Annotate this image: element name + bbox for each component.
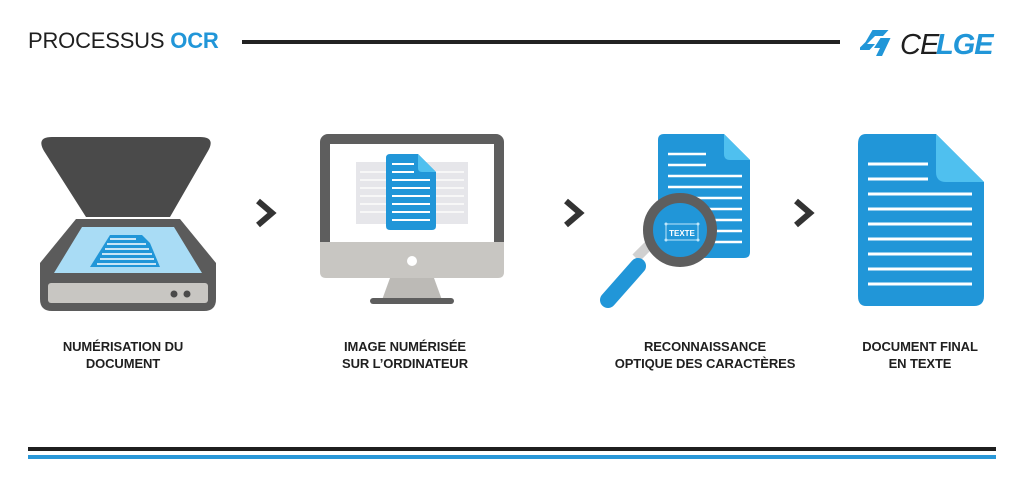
page-title: PROCESSUS OCR: [28, 28, 219, 54]
step-label-ocr: RECONNAISSANCE OPTIQUE DES CARACTÈRES: [614, 339, 796, 371]
chevron-right-icon: [562, 198, 586, 228]
text-document-icon: [856, 132, 986, 313]
celge-logo-mark-icon: CE LGE: [857, 29, 996, 61]
logo-text-blue: LGE: [936, 29, 995, 61]
computer-monitor-icon: [318, 132, 506, 317]
title-prefix: PROCESSUS: [28, 28, 165, 53]
texte-badge: TEXTE: [669, 229, 695, 238]
step-label-final: DOCUMENT FINAL EN TEXTE: [862, 339, 978, 371]
footer-divider-blue: [28, 455, 996, 459]
magnifier-document-icon: TEXTE: [598, 130, 758, 317]
celge-logo: CE LGE: [857, 24, 1000, 62]
header-divider: [242, 40, 840, 44]
chevron-right-icon: [254, 198, 278, 228]
step-label-scan: NUMÉRISATION DU DOCUMENT: [62, 339, 184, 371]
scanner-icon: [38, 135, 218, 320]
footer-divider-dark: [28, 447, 996, 451]
logo-text-dark: CE: [900, 29, 940, 61]
title-accent: OCR: [170, 28, 219, 53]
step-label-image: IMAGE NUMÉRISÉE SUR L’ORDINATEUR: [342, 339, 468, 371]
chevron-right-icon: [792, 198, 816, 228]
